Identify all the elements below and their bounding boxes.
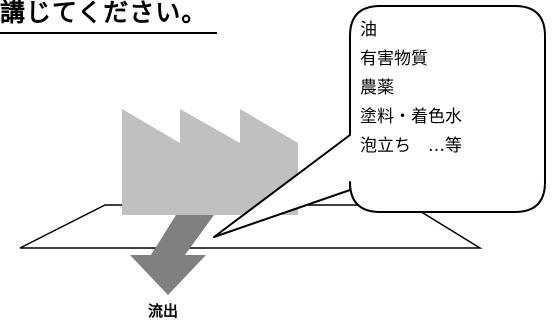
callout-list: 油 有害物質 農薬 塗料・着色水 泡立ち …等 <box>360 16 462 161</box>
outflow-label: 流出 <box>148 302 179 320</box>
pollutant-item: 農薬 <box>360 78 394 98</box>
factory-roof <box>122 109 298 143</box>
pollutant-item: 塗料・着色水 <box>360 107 462 127</box>
heading-text: 講じてください。 <box>0 0 218 34</box>
pollutant-item: 泡立ち …等 <box>360 136 462 156</box>
callout-bubble <box>213 5 546 238</box>
pollutant-item: 油 <box>360 20 377 40</box>
outflow-arrow <box>130 215 214 295</box>
pollutant-item: 有害物質 <box>360 49 428 69</box>
